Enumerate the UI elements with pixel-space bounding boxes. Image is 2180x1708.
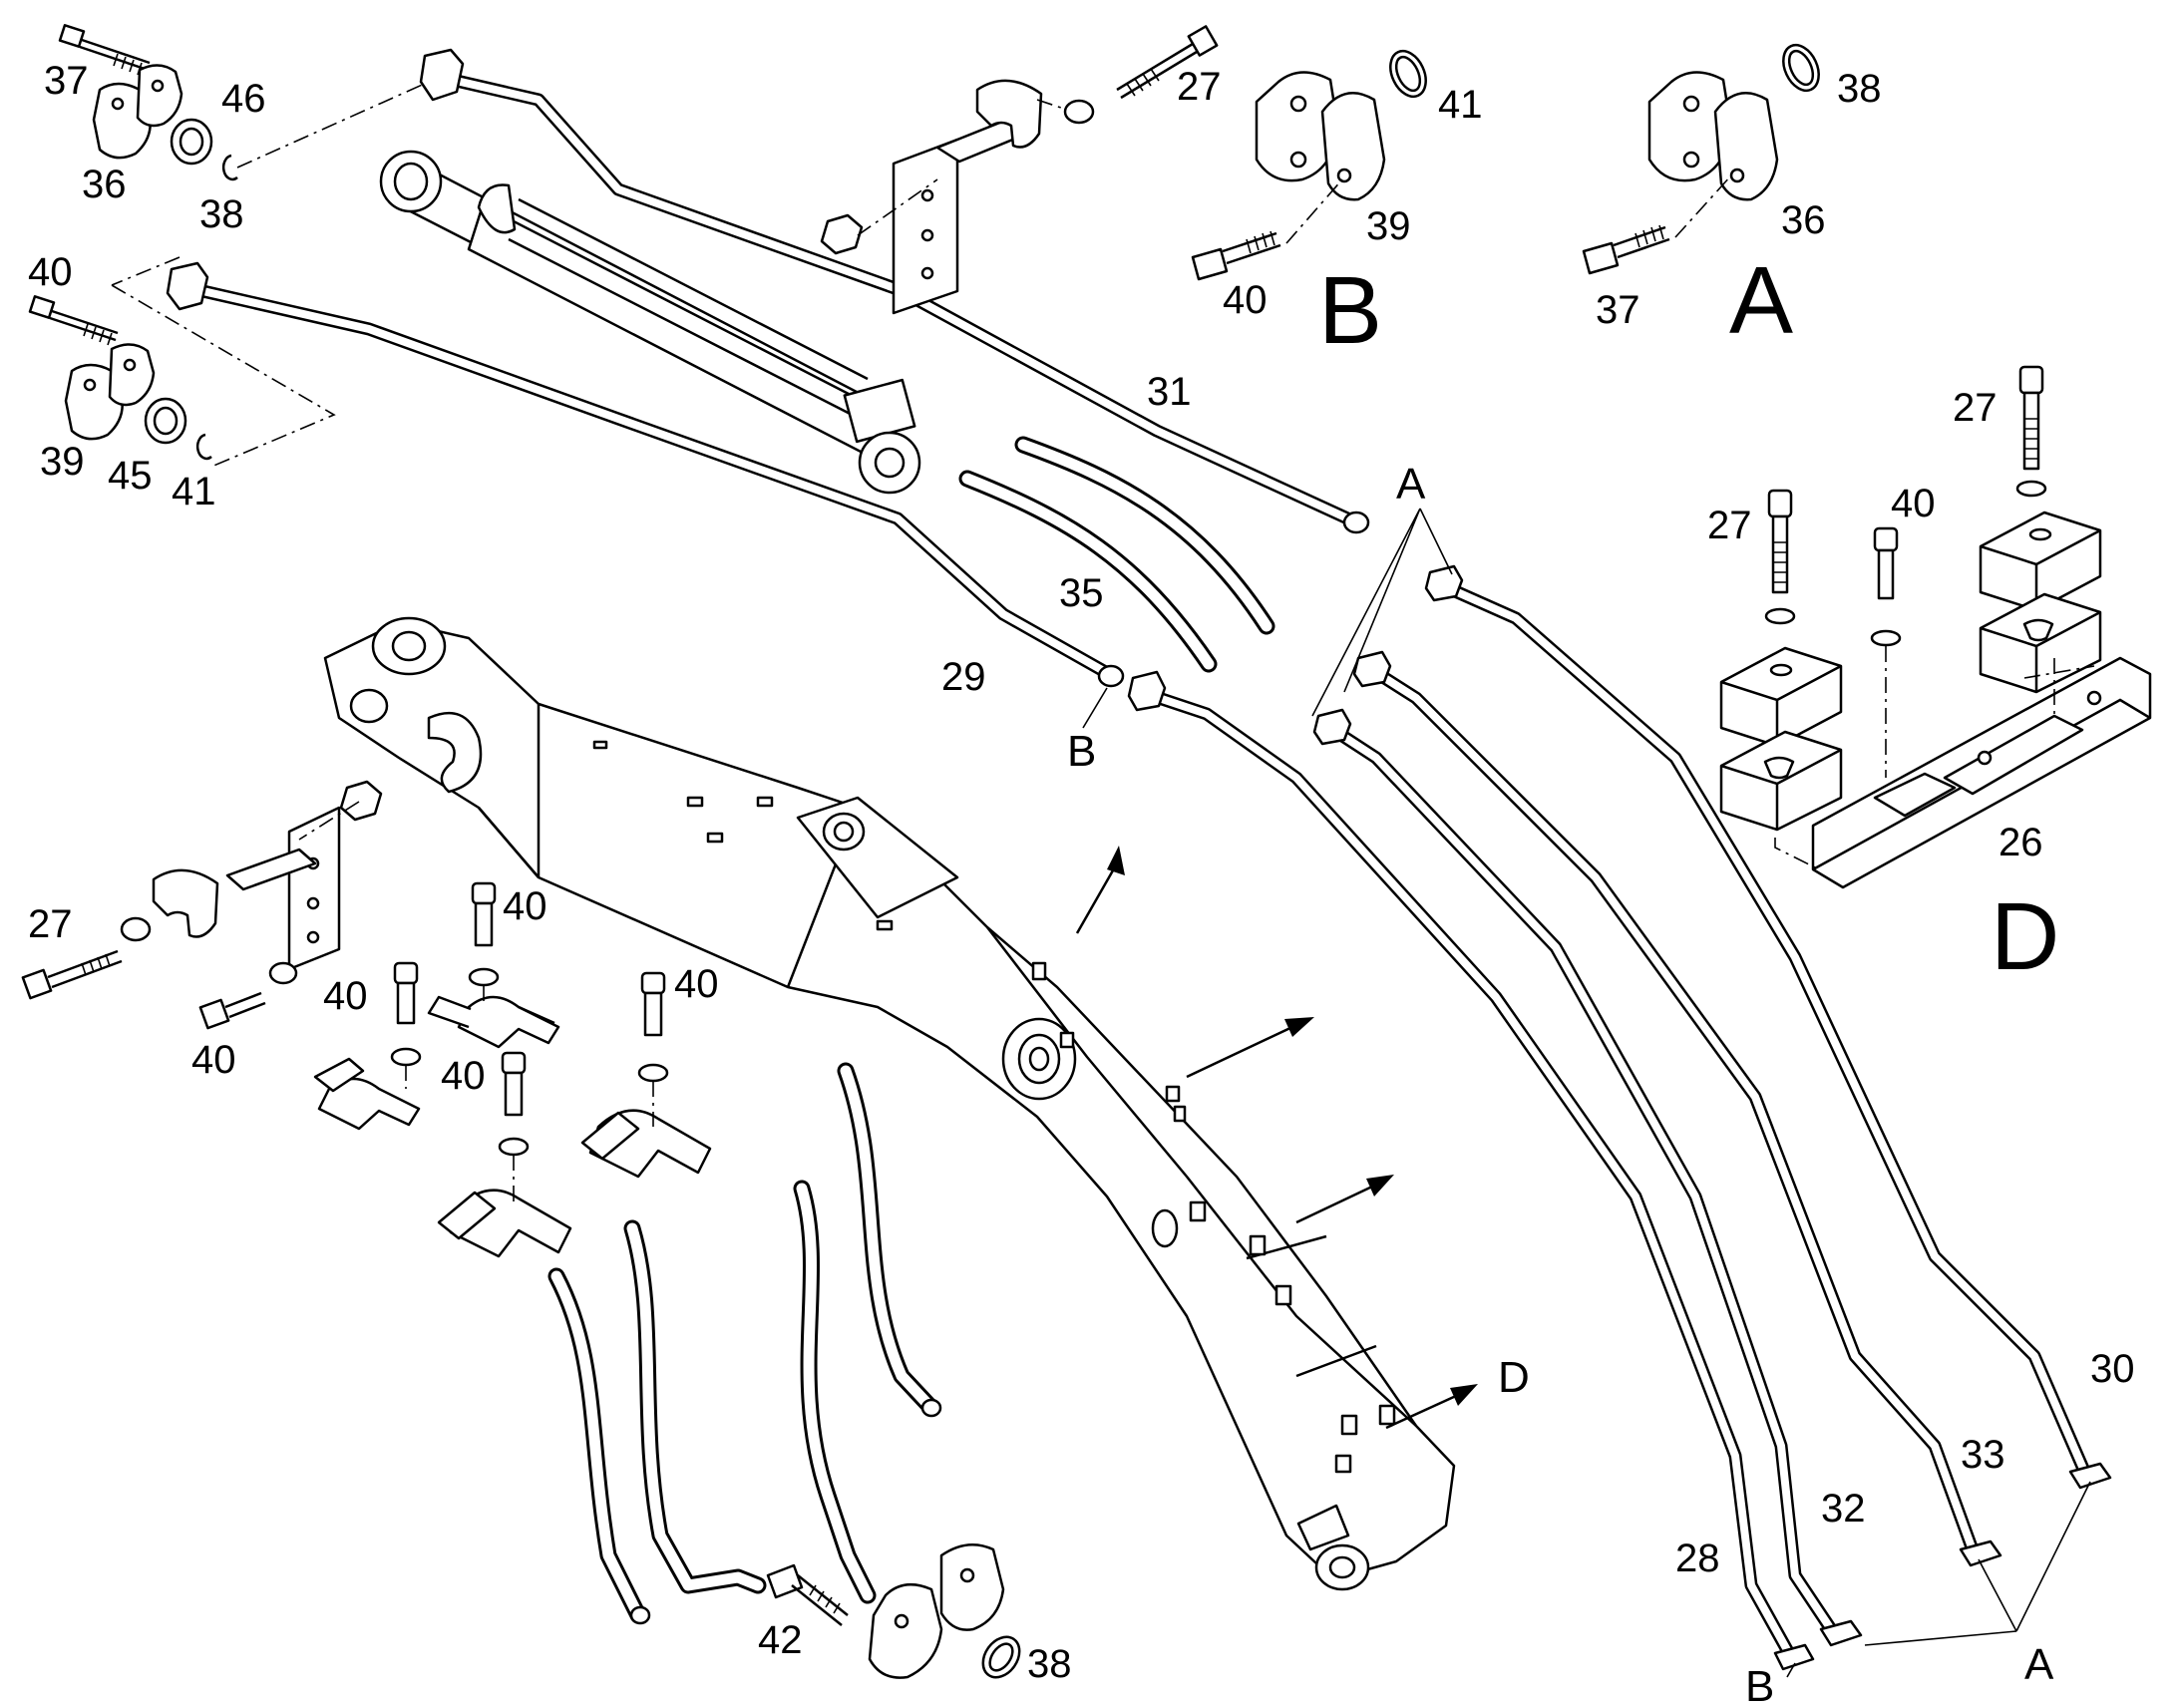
clamp-assembly-left: [21, 780, 383, 1030]
pointer-label-b-bottom: B: [1745, 1662, 1774, 1708]
bolt-37-top-left: [58, 24, 151, 76]
detail-label-b: B: [1318, 257, 1382, 364]
lower-hoses: [547, 1062, 942, 1625]
bolt-40-saddle-3: [637, 971, 669, 1083]
bolt-40-left-clamp: [198, 961, 298, 1030]
leader-lines: [1082, 508, 2091, 1678]
pointer-label-d-arrow: D: [1498, 1353, 1530, 1402]
callout-27-top: 27: [1177, 65, 1222, 109]
pointer-label-a-top: A: [1396, 460, 1426, 509]
clamp-half-lower-right: [1979, 592, 2102, 694]
bolt-27-detail-d-upper: [2015, 365, 2047, 498]
pointer-label-b-mid: B: [1067, 727, 1096, 776]
detail-letters: B A D A B D A B: [1067, 247, 2059, 1708]
flange-kit-top-left: [58, 24, 430, 181]
bolt-42: [766, 1563, 849, 1626]
callout-38-bottom: 38: [1027, 1642, 1072, 1686]
clamp-half-upper-right: [1979, 511, 2102, 612]
callout-28: 28: [1675, 1537, 1720, 1580]
callout-36-top-left: 36: [82, 163, 127, 206]
pipe-30: [1424, 564, 2112, 1490]
flange-kit-left: [28, 256, 336, 468]
seal-ring-45: [144, 397, 187, 445]
detail-b: [1191, 49, 1427, 281]
hose-35: [958, 436, 1275, 673]
callout-40-clamp-right: 40: [674, 962, 719, 1006]
bolt-40-saddle-1: [468, 881, 500, 987]
callout-45: 45: [108, 454, 153, 498]
pipe-29: [166, 261, 1125, 688]
callout-40-saddle-top: 40: [503, 884, 547, 928]
boom-lugs: [592, 740, 1396, 1474]
flange-kit-bottom: [766, 1542, 1021, 1679]
leader-dash-left: [111, 256, 336, 468]
callout-37-detail-a: 37: [1596, 288, 1640, 332]
callout-37-top-left: 37: [44, 59, 89, 103]
hydraulic-cylinder: [379, 150, 921, 495]
split-flange-39-left: [64, 343, 156, 441]
saddle-clamps: [313, 881, 712, 1258]
seal-ring-46: [170, 118, 213, 166]
bolt-40-saddle-4: [498, 1051, 530, 1157]
detail-label-a: A: [1729, 247, 1793, 354]
callout-35: 35: [1059, 571, 1104, 615]
pipe-33: [1352, 650, 2002, 1567]
bolt-37-detail-a: [1582, 224, 1670, 275]
callout-33: 33: [1961, 1433, 2005, 1477]
callout-42: 42: [758, 1618, 803, 1662]
callout-40-bolt-left: 40: [191, 1038, 236, 1082]
callout-26: 26: [1998, 821, 2043, 864]
pointer-label-a-bottom: A: [2024, 1640, 2054, 1689]
callout-39-left: 39: [40, 440, 85, 484]
boom-structure: [323, 616, 1456, 1591]
callout-32: 32: [1821, 1487, 1866, 1531]
bolt-40-detail-b: [1191, 230, 1281, 281]
callout-41-detail-b: 41: [1438, 83, 1483, 127]
split-flange-36-top-left: [92, 64, 183, 160]
callout-27-left: 27: [28, 902, 73, 946]
callout-38-detail-a: 38: [1837, 67, 1882, 111]
callout-labels: 37 36 46 38 40 39 45 41 27 41 39 40 38 3…: [28, 59, 2135, 1686]
leader-dash-top-left: [236, 81, 430, 169]
callout-41-left: 41: [172, 470, 216, 513]
clamp-half-upper-left: [1719, 646, 1843, 748]
o-ring-41-left: [195, 433, 212, 461]
callout-40-saddle-mid: 40: [441, 1054, 486, 1098]
callout-27-detail-d-lower: 27: [1707, 504, 1752, 547]
bolt-40-left: [28, 295, 119, 346]
detail-a: [1582, 43, 1820, 275]
callout-40-detail-d: 40: [1891, 482, 1936, 525]
callout-30: 30: [2090, 1347, 2135, 1391]
pipe-28: [1127, 670, 1815, 1671]
callout-40-left: 40: [28, 250, 73, 294]
detail-label-d: D: [1991, 883, 2059, 990]
clamp-half-lower-left: [1719, 730, 1843, 832]
o-ring-38-top-left: [221, 154, 238, 181]
bolt-40-saddle-2: [390, 961, 422, 1067]
callout-38-top-left: 38: [199, 192, 244, 236]
callout-46: 46: [221, 77, 266, 121]
pipe-31: [419, 48, 1370, 534]
bolt-27-left: [21, 949, 123, 1000]
bolt-40-detail-d: [1870, 526, 1902, 647]
callout-40-detail-b: 40: [1223, 278, 1268, 322]
callout-29: 29: [941, 655, 986, 699]
bolt-27-detail-d-lower: [1764, 489, 1796, 625]
callout-36-detail-a: 36: [1781, 198, 1826, 242]
callout-31: 31: [1147, 370, 1192, 414]
pipe-32: [1312, 708, 1863, 1647]
bolt-27-top: [1116, 25, 1219, 100]
direction-arrows: [1075, 846, 1478, 1430]
clamp-assembly-top: [820, 25, 1219, 315]
callout-39-detail-b: 39: [1366, 204, 1411, 248]
callout-40-clamp-left: 40: [323, 974, 368, 1018]
detail-d: [1719, 365, 2152, 889]
callout-27-detail-d-upper: 27: [1953, 386, 1998, 430]
